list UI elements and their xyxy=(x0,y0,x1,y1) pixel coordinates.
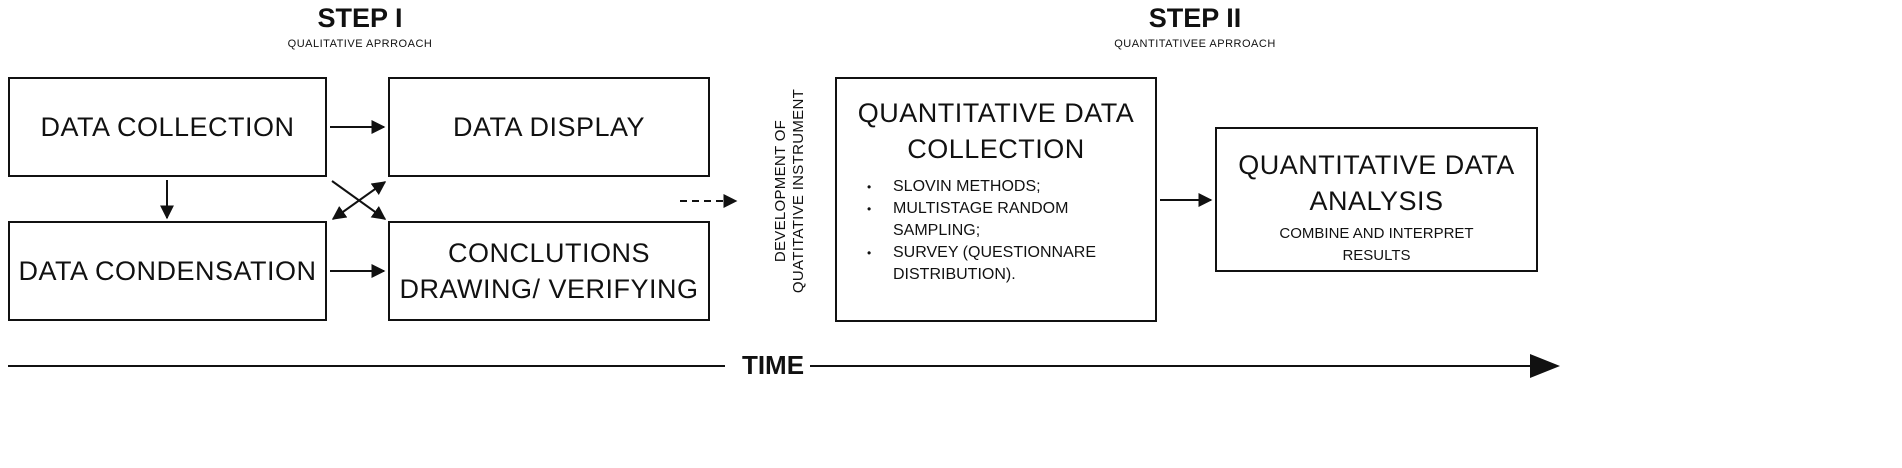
bullet-item: MULTISTAGE RANDOM SAMPLING; xyxy=(867,198,1129,242)
data-display-box: DATA DISPLAY xyxy=(388,77,710,177)
quant-analysis-subtitle-line1: COMBINE AND INTERPRET xyxy=(1279,225,1474,242)
data-condensation-label: DATA CONDENSATION xyxy=(18,255,317,286)
quant-collection-title-line1: QUANTITATIVE DATA xyxy=(857,98,1135,128)
quant-analysis-subtitle: COMBINE AND INTERPRET RESULTS xyxy=(1217,223,1536,267)
bullet-item: SURVEY (QUESTIONNARE DISTRIBUTION). xyxy=(867,242,1129,286)
quant-analysis-title-line2: ANALYSIS xyxy=(1309,186,1444,217)
quant-analysis-subtitle-line2: RESULTS xyxy=(1342,247,1411,264)
conclusions-label-line1: CONCLUTIONS xyxy=(447,237,650,268)
timeline-arrowhead xyxy=(1530,354,1560,378)
quantitative-data-collection-box: QUANTITATIVE DATA COLLECTION SLOVIN METH… xyxy=(835,77,1157,322)
bullet-item: SLOVIN METHODS; xyxy=(867,176,1129,198)
conclusions-label-line2: DRAWING/ VERIFYING xyxy=(399,274,699,304)
quant-analysis-title-line1: QUANTITATIVE DATA xyxy=(1238,150,1515,180)
data-collection-box: DATA COLLECTION xyxy=(8,77,327,177)
conclusions-box: CONCLUTIONS DRAWING/ VERIFYING xyxy=(388,221,710,321)
data-condensation-box: DATA CONDENSATION xyxy=(8,221,327,321)
quant-collection-title-line2: COLLECTION xyxy=(907,134,1085,165)
step-1-title: STEP I xyxy=(317,3,403,33)
data-collection-label: DATA COLLECTION xyxy=(40,111,295,142)
quant-collection-bullets: SLOVIN METHODS; MULTISTAGE RANDOM SAMPLI… xyxy=(845,176,1129,286)
step-2-title: STEP II xyxy=(1148,3,1242,33)
data-display-label: DATA DISPLAY xyxy=(452,111,646,142)
quant-collection-title: QUANTITATIVE DATA COLLECTION xyxy=(837,95,1155,168)
timeline-label: TIME xyxy=(741,350,805,380)
arrow-condensation-display-bidirectional xyxy=(331,181,387,220)
quant-analysis-title: QUANTITATIVE DATA ANALYSIS xyxy=(1217,147,1536,220)
quantitative-data-analysis-box: QUANTITATIVE DATA ANALYSIS COMBINE AND I… xyxy=(1215,127,1538,272)
step-1-subtitle: QUALITATIVE APRROACH xyxy=(287,38,433,50)
step-2-subtitle: QUANTITATIVEE APRROACH xyxy=(1114,38,1276,50)
